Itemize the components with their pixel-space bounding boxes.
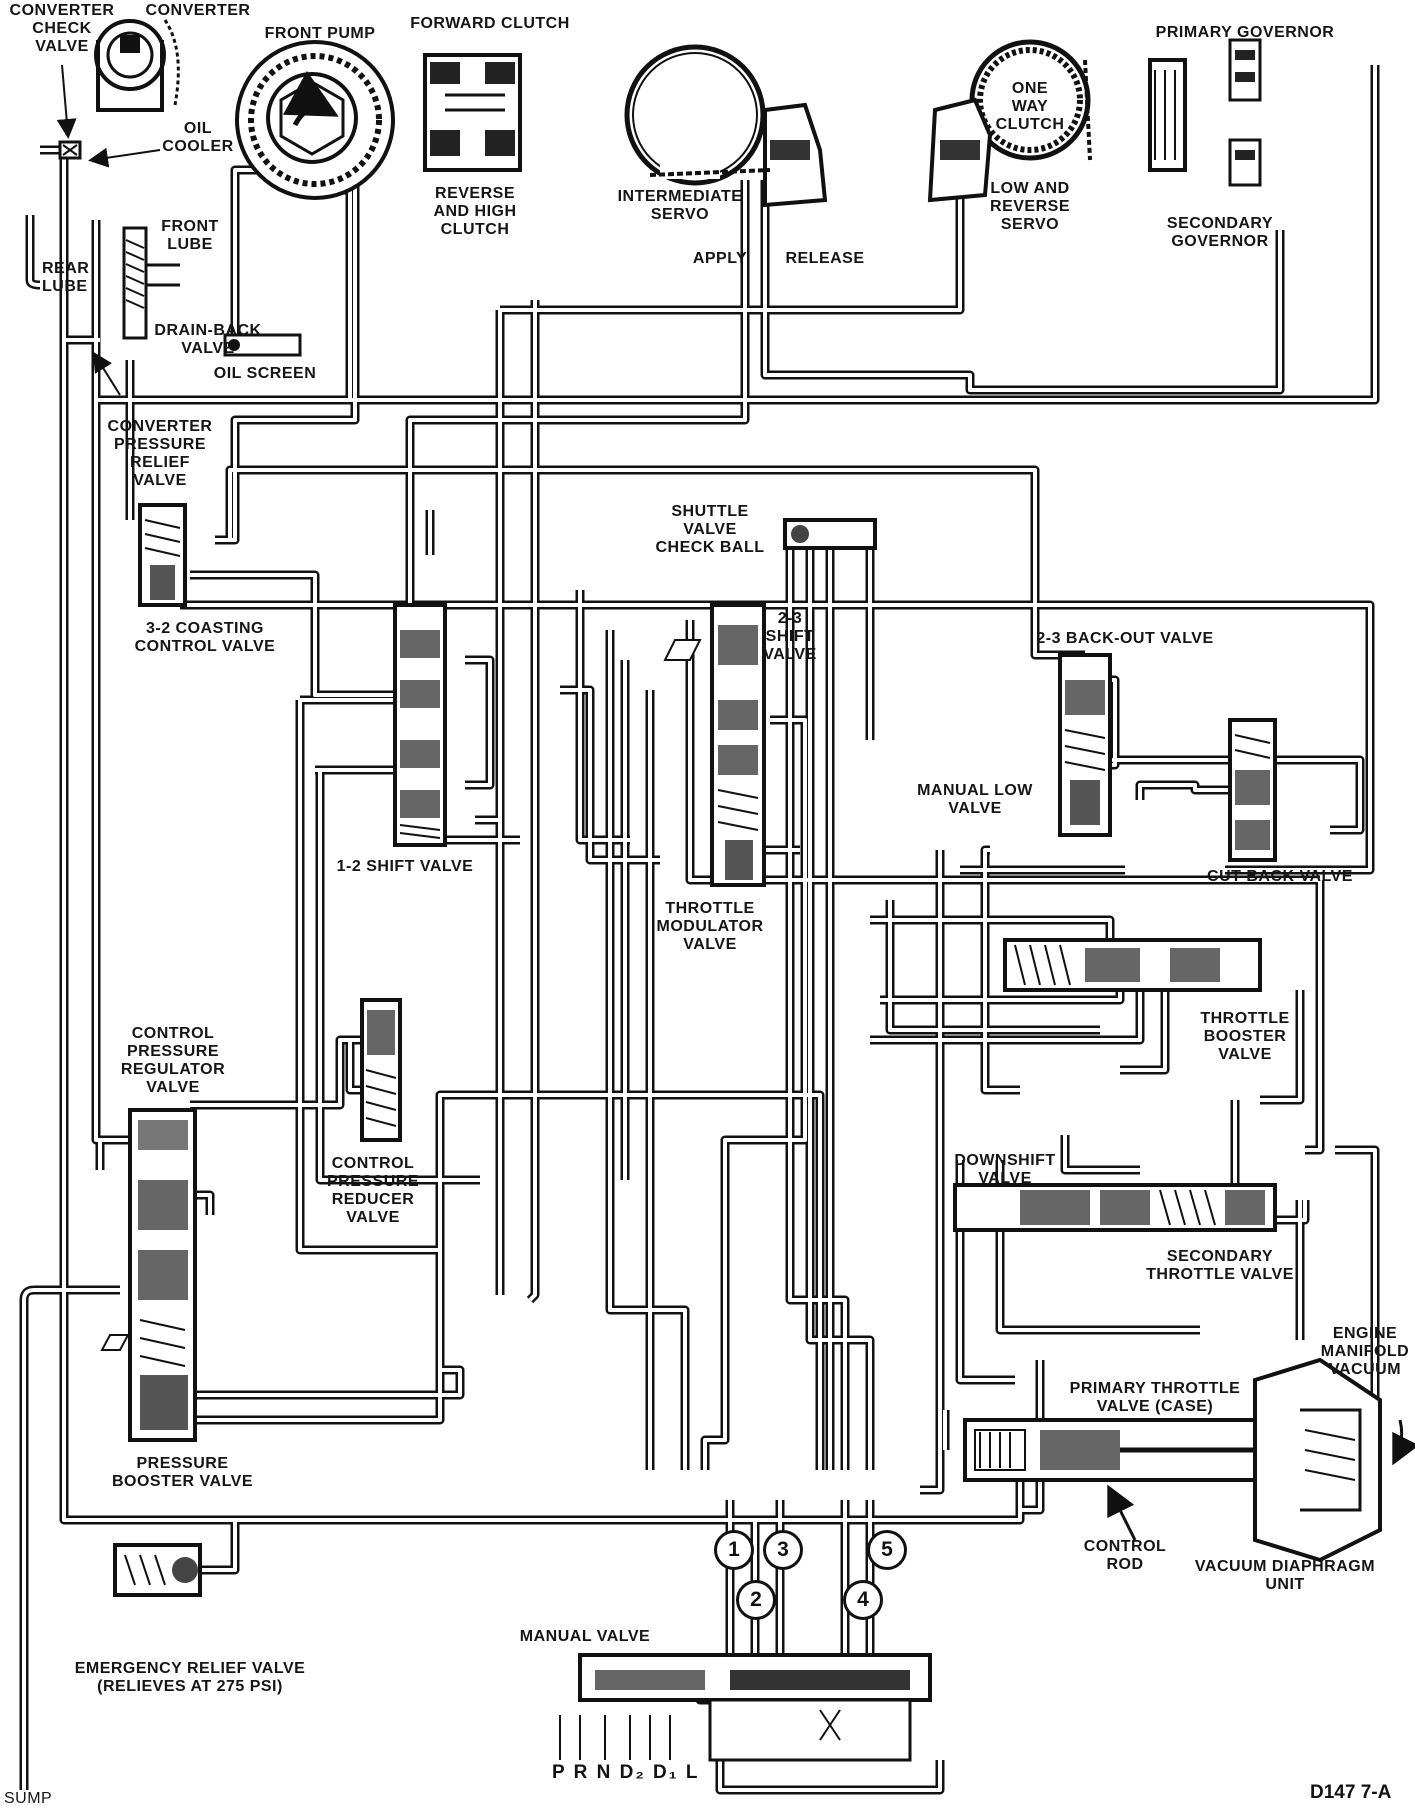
manual-valve-label: MANUAL VALVE bbox=[519, 1628, 651, 1645]
pressure-reducer-valve-drawing bbox=[360, 998, 402, 1142]
drain-back-valve-label: DRAIN-BACK VALVE bbox=[154, 322, 262, 357]
pressure-regulator-valve-drawing bbox=[100, 1108, 197, 1442]
sump-label: SUMP bbox=[4, 1790, 53, 1807]
circuit-number-1: 1 bbox=[714, 1530, 754, 1570]
converter-pressure-relief-valve-drawing bbox=[138, 503, 187, 607]
downshift-valve-label: DOWNSHIFT VALVE bbox=[954, 1152, 1056, 1187]
rear-lube-label: REAR LUBE bbox=[42, 260, 90, 295]
pointer-arrows bbox=[56, 64, 161, 396]
pressure-booster-valve-label: PRESSURE BOOSTER VALVE bbox=[111, 1455, 254, 1490]
fluid-passages bbox=[19, 65, 1380, 1795]
converter-drawing bbox=[94, 19, 180, 112]
selector-positions: P R N D₂ D₁ L bbox=[552, 1762, 700, 1783]
shift-12-valve-label: 1-2 SHIFT VALVE bbox=[336, 858, 474, 875]
figure-id: D147 7-A bbox=[1310, 1782, 1392, 1803]
engine-manifold-vacuum-label: ENGINE MANIFOLD VACUUM bbox=[1320, 1325, 1410, 1378]
backout-23-valve-label: 2-3 BACK-OUT VALVE bbox=[1036, 630, 1214, 647]
oil-cooler-label: OIL COOLER bbox=[162, 120, 234, 155]
throttle-booster-valve-drawing bbox=[1003, 938, 1262, 992]
drain-back-valve-drawing bbox=[122, 226, 180, 340]
circuit-number-3: 3 bbox=[763, 1530, 803, 1570]
low-reverse-servo-drawing bbox=[927, 39, 1092, 203]
cut-back-valve-label: CUT-BACK VALVE bbox=[1207, 868, 1353, 885]
manual-low-valve-label: MANUAL LOW VALVE bbox=[917, 782, 1033, 817]
governor-drawing bbox=[1148, 38, 1262, 187]
apply-label: APPLY bbox=[692, 250, 748, 267]
primary-throttle-valve-drawing bbox=[963, 1357, 1415, 1563]
oil-screen-label: OIL SCREEN bbox=[213, 365, 317, 382]
control-pressure-reducer-valve-label: CONTROL PRESSURE REDUCER VALVE bbox=[326, 1155, 420, 1226]
shift-12-valve-drawing bbox=[393, 603, 447, 847]
release-label: RELEASE bbox=[785, 250, 865, 267]
control-rod-label: CONTROL ROD bbox=[1083, 1538, 1167, 1573]
converter-label: CONVERTER bbox=[145, 2, 251, 19]
low-and-reverse-servo-label: LOW AND REVERSE SERVO bbox=[990, 180, 1070, 233]
manual-valve-drawing bbox=[559, 1653, 932, 1762]
cut-back-valve-drawing bbox=[1228, 718, 1277, 862]
emergency-relief-valve-label: EMERGENCY RELIEF VALVE (RELIEVES AT 275 … bbox=[74, 1660, 306, 1695]
shuttle-valve-check-ball-label: SHUTTLE VALVE CHECK BALL bbox=[655, 503, 765, 556]
shift-23-valve-drawing bbox=[663, 603, 766, 887]
intermediate-servo-drawing bbox=[624, 44, 828, 208]
secondary-throttle-valve-label: SECONDARY THROTTLE VALVE bbox=[1146, 1248, 1294, 1283]
circuit-number-5: 5 bbox=[867, 1530, 907, 1570]
front-lube-label: FRONT LUBE bbox=[161, 218, 219, 253]
forward-clutch-label: FORWARD CLUTCH bbox=[410, 15, 570, 32]
primary-governor-label: PRIMARY GOVERNOR bbox=[1155, 24, 1335, 41]
throttle-booster-valve-label: THROTTLE BOOSTER VALVE bbox=[1200, 1010, 1290, 1063]
circuit-number-2: 2 bbox=[736, 1580, 776, 1620]
converter-check-valve-drawing bbox=[58, 140, 82, 160]
throttle-modulator-valve-label: THROTTLE MODULATOR VALVE bbox=[656, 900, 764, 953]
vacuum-diaphragm-unit-label: VACUUM DIAPHRAGM UNIT bbox=[1194, 1558, 1376, 1593]
backout-23-valve-drawing bbox=[1058, 653, 1112, 837]
coasting-control-valve-label: 3-2 COASTING CONTROL VALVE bbox=[134, 620, 276, 655]
converter-pressure-relief-valve-label: CONVERTER PRESSURE RELIEF VALVE bbox=[107, 418, 213, 489]
shuttle-valve-drawing bbox=[783, 518, 877, 550]
secondary-governor-label: SECONDARY GOVERNOR bbox=[1166, 215, 1274, 250]
circuit-number-4: 4 bbox=[843, 1580, 883, 1620]
intermediate-servo-label: INTERMEDIATE SERVO bbox=[617, 188, 743, 223]
downshift-valve-drawing bbox=[953, 1183, 1277, 1232]
oil-screen-drawing bbox=[223, 333, 302, 357]
one-way-clutch-label: ONE WAY CLUTCH bbox=[995, 80, 1065, 133]
emergency-relief-valve-drawing bbox=[113, 1543, 202, 1597]
shift-23-valve-label: 2-3 SHIFT VALVE bbox=[763, 610, 817, 663]
reverse-and-high-clutch-label: REVERSE AND HIGH CLUTCH bbox=[433, 185, 517, 238]
front-pump-drawing bbox=[235, 40, 395, 200]
primary-throttle-valve-label: PRIMARY THROTTLE VALVE (CASE) bbox=[1069, 1380, 1241, 1415]
control-pressure-regulator-valve-label: CONTROL PRESSURE REGULATOR VALVE bbox=[120, 1025, 226, 1096]
front-pump-label: FRONT PUMP bbox=[264, 25, 376, 42]
converter-check-valve-label: CONVERTER CHECK VALVE bbox=[9, 2, 115, 55]
forward-clutch-drawing bbox=[423, 53, 522, 172]
